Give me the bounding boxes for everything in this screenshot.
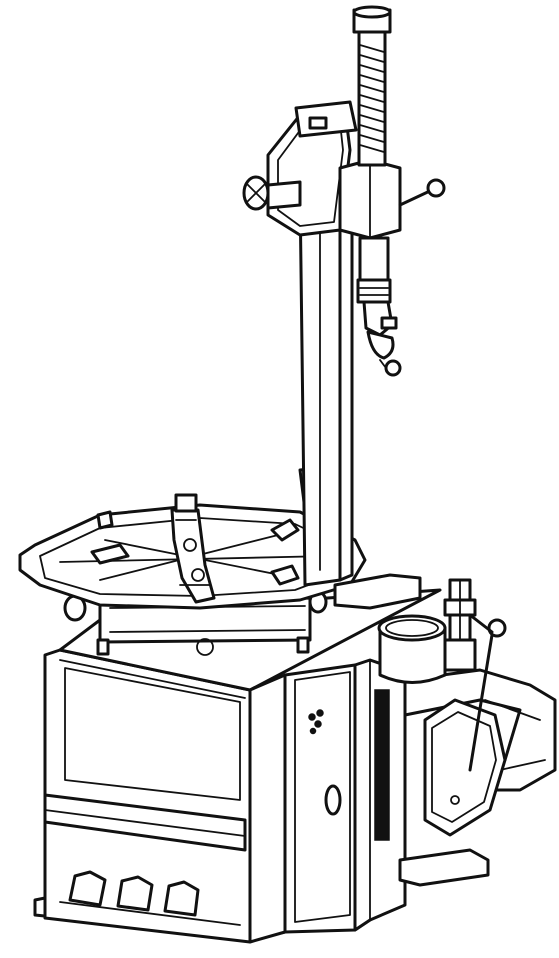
bead-breaker-arm	[398, 618, 557, 887]
side-housing	[283, 658, 407, 934]
vertical-shaft	[338, 5, 446, 377]
turntable	[18, 493, 367, 656]
lubricant-bucket	[377, 614, 447, 684]
